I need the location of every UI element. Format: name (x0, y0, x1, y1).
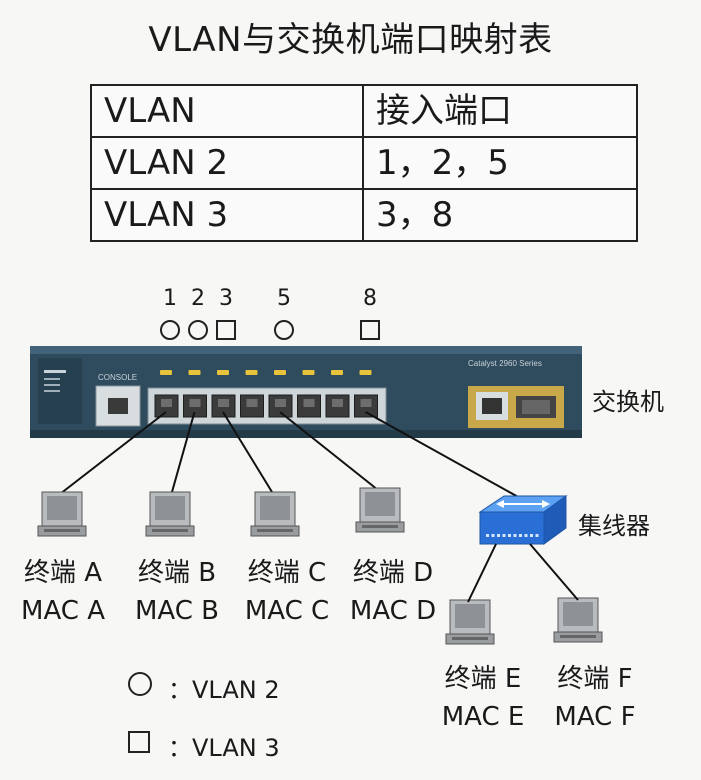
port-led-icon (217, 370, 229, 375)
port-number: 3 (219, 286, 233, 311)
table-cell: VLAN 2 (90, 136, 364, 190)
ethernet-port-slot (218, 399, 229, 407)
ethernet-port-slot (303, 399, 315, 407)
terminal-mac: MAC C (244, 596, 330, 626)
hub-port-dot (491, 534, 495, 537)
computer-icon (37, 491, 87, 537)
terminal-name: 终端 C (247, 558, 327, 588)
ethernet-port-slot (189, 399, 201, 407)
hub-port-dot (519, 534, 522, 537)
ethernet-port-slot (332, 399, 343, 407)
computer-icon (250, 491, 300, 537)
terminal-name: 终端 B (137, 558, 217, 588)
cable-line (59, 411, 167, 495)
legend-vlan3-text: ：VLAN 3 (168, 734, 280, 762)
table-cell: VLAN 3 (90, 188, 364, 242)
ethernet-port-slot (275, 399, 286, 407)
hub-side-face (543, 495, 567, 545)
terminal-mac: MAC E (441, 702, 525, 732)
port-led-icon (331, 370, 343, 375)
computer-icon (445, 599, 495, 645)
cable-line (279, 411, 379, 491)
vlan3-square-icon (360, 320, 380, 340)
hub-arrow-head (542, 500, 550, 508)
terminal-mac: MAC D (349, 596, 437, 626)
hub-port-dot (502, 534, 506, 537)
table-header-cell: 接入端口 (362, 84, 638, 138)
hub-port-dot (508, 534, 511, 537)
table-row: VLAN 2 1，2，5 (90, 136, 638, 190)
vlan-port-table: VLAN 接入端口 VLAN 2 1，2，5 VLAN 3 3，8 (90, 84, 638, 242)
hub-port-dot (524, 534, 528, 537)
cable-line (467, 543, 497, 603)
hub-port-dot (497, 534, 500, 537)
port-number: 5 (277, 286, 291, 311)
vlan3-square-icon (216, 320, 236, 340)
hub-port-dot (535, 534, 539, 537)
legend-vlan2-text: ：VLAN 2 (168, 676, 280, 704)
cable-line (529, 543, 579, 601)
port-number: 8 (363, 286, 377, 311)
switch-device-icon: CONSOLE Catalyst 2960 Series (30, 346, 582, 438)
computer-icon (355, 487, 405, 533)
terminal-name: 终端 E (444, 664, 522, 694)
terminal-name: 终端 D (352, 558, 434, 588)
vlan2-circle-icon (160, 320, 180, 340)
terminal-mac: MAC A (21, 596, 105, 626)
table-header-cell: VLAN (90, 84, 364, 138)
table-header-row: VLAN 接入端口 (90, 84, 638, 138)
port-led-icon (302, 370, 315, 375)
table-cell: 3，8 (362, 188, 638, 242)
cable-line (222, 411, 273, 493)
table-cell: 1，2，5 (362, 136, 638, 190)
terminal-mac: MAC F (554, 702, 636, 732)
port-led-icon (274, 370, 286, 375)
legend-square-icon (128, 731, 150, 753)
port-led-icon (188, 370, 201, 375)
vlan2-circle-icon (274, 320, 294, 340)
computer-icon (145, 491, 195, 537)
ethernet-port-slot (360, 399, 372, 407)
hub-port-dot (513, 534, 517, 537)
port-number: 2 (191, 286, 205, 311)
terminal-name: 终端 F (557, 664, 633, 694)
port-number: 1 (163, 286, 177, 311)
table-row: VLAN 3 3，8 (90, 188, 638, 242)
cable-line (171, 411, 196, 493)
hub-front-face (479, 511, 545, 545)
hub-arrow-head (496, 500, 504, 508)
port-led-icon (160, 370, 172, 375)
hub-label: 集线器 (578, 512, 650, 540)
terminal-name: 终端 A (23, 558, 103, 588)
vlan2-circle-icon (188, 320, 208, 340)
ethernet-port-slot (246, 399, 258, 407)
hub-port-dot (486, 534, 489, 537)
ethernet-port-slot (161, 399, 172, 407)
switch-label: 交换机 (592, 388, 664, 416)
page-title: VLAN与交换机端口映射表 (148, 20, 553, 60)
port-led-icon (245, 370, 258, 375)
svg-text:Catalyst 2960 Series: Catalyst 2960 Series (468, 359, 542, 368)
hub-port-dot (530, 534, 533, 537)
computer-icon (553, 597, 603, 643)
svg-text:CONSOLE: CONSOLE (98, 373, 137, 382)
port-led-icon (359, 370, 372, 375)
terminal-mac: MAC B (134, 596, 220, 626)
cable-line (365, 411, 521, 499)
legend-circle-icon (128, 672, 152, 696)
